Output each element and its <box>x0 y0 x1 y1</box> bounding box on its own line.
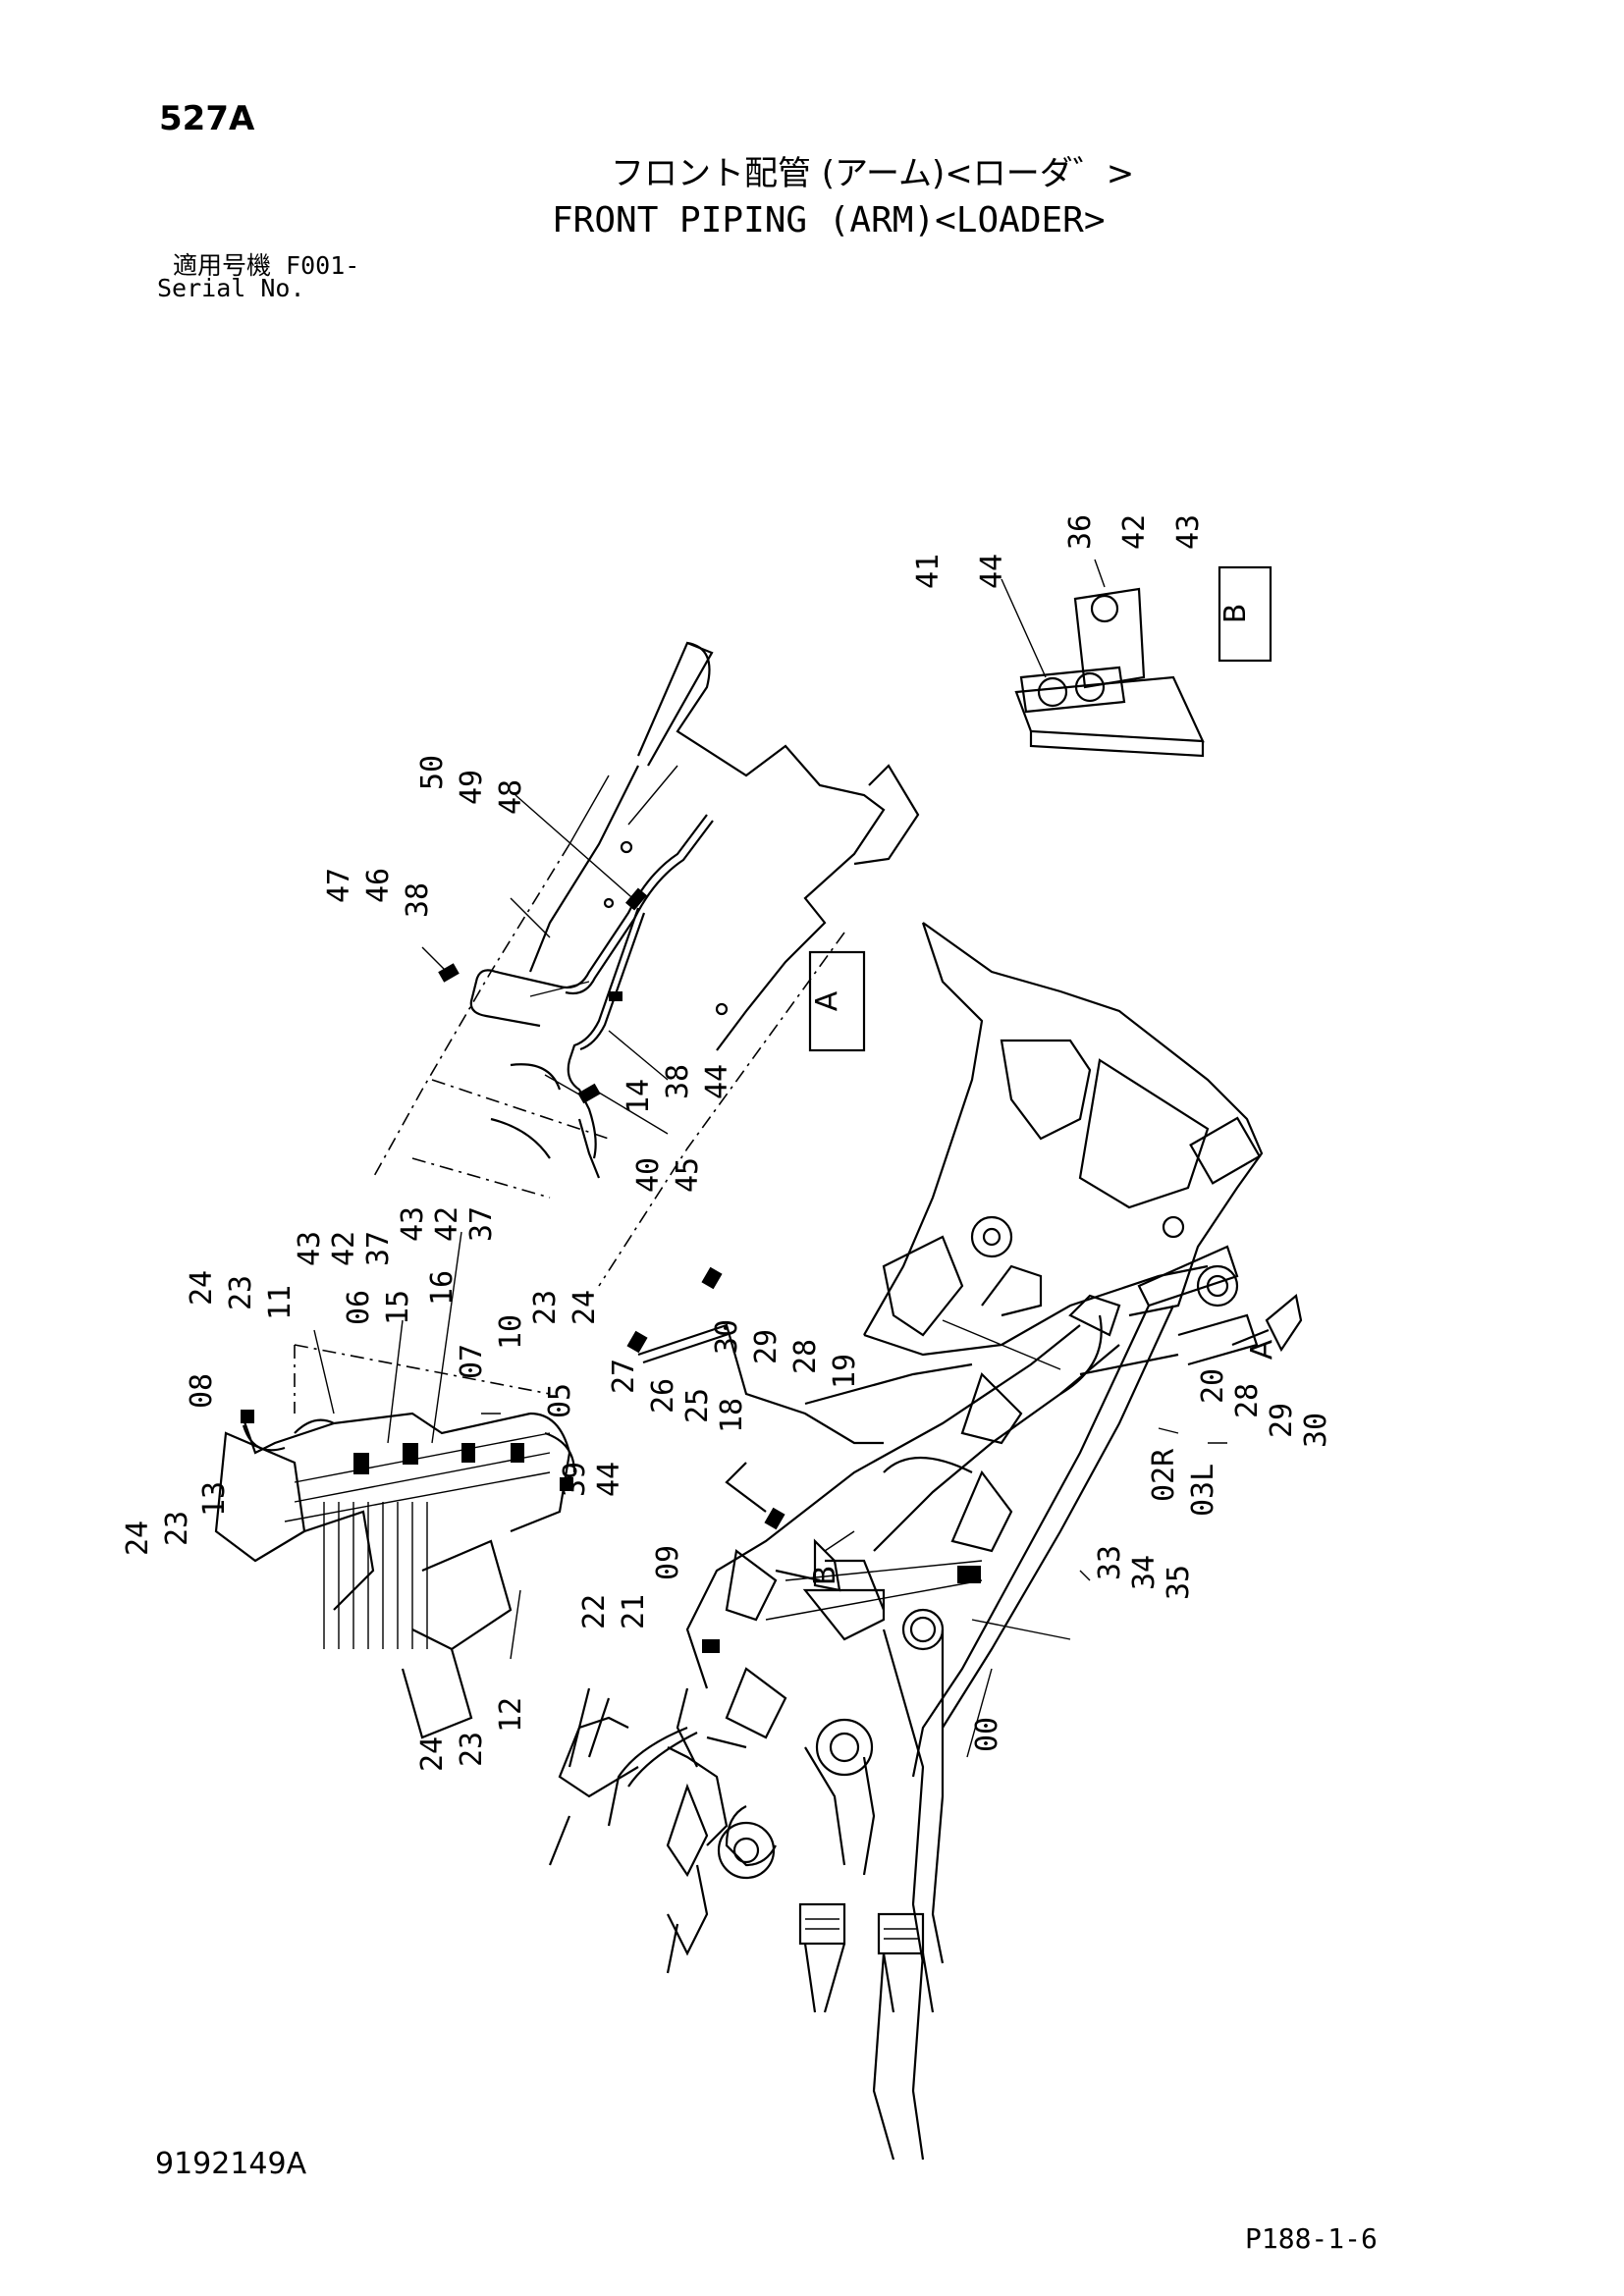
callout-08: 08 <box>185 1373 219 1409</box>
callout-24b: 24 <box>568 1290 602 1325</box>
callout-03l: 03L <box>1186 1464 1220 1517</box>
arrow-b-label: B <box>808 1566 842 1586</box>
callout-06: 06 <box>342 1290 376 1325</box>
manifold-detail <box>214 1231 576 1739</box>
callout-09: 09 <box>651 1545 685 1580</box>
callout-43a: 43 <box>293 1231 327 1266</box>
callout-22: 22 <box>577 1594 612 1629</box>
callout-27: 27 <box>607 1359 641 1394</box>
callout-46: 46 <box>361 868 396 903</box>
callout-13: 13 <box>197 1481 232 1517</box>
callout-49: 49 <box>455 770 489 805</box>
callout-20: 20 <box>1196 1368 1230 1404</box>
callout-34: 34 <box>1127 1555 1162 1590</box>
callout-21: 21 <box>617 1594 651 1629</box>
callout-16: 16 <box>425 1270 460 1306</box>
callout-38b: 38 <box>661 1064 695 1099</box>
arm-assembly: A B <box>548 922 1303 2161</box>
callout-48: 48 <box>494 779 528 815</box>
callout-23a: 23 <box>224 1275 258 1310</box>
callout-15: 15 <box>381 1290 415 1325</box>
callout-26: 26 <box>646 1378 680 1414</box>
view-b-label-box <box>1218 565 1272 663</box>
serial-label-english: Serial No. <box>157 274 305 302</box>
arrow-a-label: A <box>1245 1339 1279 1360</box>
callout-28b: 28 <box>1230 1383 1265 1418</box>
serial-label-japanese: 適用号機 F001- <box>173 251 360 280</box>
title-english: FRONT PIPING (ARM)<LOADER> <box>552 200 1106 240</box>
callout-numbers: 41 44 36 42 43 50 49 48 47 46 38 14 38 4… <box>121 514 1333 1772</box>
callout-47: 47 <box>322 868 356 903</box>
callout-33: 33 <box>1093 1545 1127 1580</box>
callout-30a: 30 <box>710 1319 744 1355</box>
callout-24c: 24 <box>121 1521 155 1556</box>
callout-23b: 23 <box>528 1290 563 1325</box>
title-japanese: フロント配管 (アーム)<ローダ゛> <box>611 154 1135 193</box>
callout-00: 00 <box>970 1717 1004 1752</box>
callout-50: 50 <box>415 755 450 790</box>
callout-43b: 43 <box>396 1206 430 1242</box>
callout-37a: 37 <box>361 1231 396 1266</box>
callout-12: 12 <box>494 1697 528 1733</box>
callout-44c: 44 <box>592 1462 626 1497</box>
callout-28a: 28 <box>788 1339 823 1374</box>
callout-44b: 44 <box>700 1064 734 1099</box>
page-reference: P188-1-6 <box>1245 2222 1378 2255</box>
view-a-label-box <box>808 950 866 1052</box>
callout-35: 35 <box>1162 1565 1196 1600</box>
callout-29a: 29 <box>749 1329 784 1364</box>
callout-18: 18 <box>715 1398 749 1433</box>
callout-19: 19 <box>828 1354 862 1389</box>
callout-39: 39 <box>558 1462 592 1497</box>
callout-14: 14 <box>622 1079 656 1114</box>
page-code: 527A <box>159 99 255 138</box>
callout-05: 05 <box>543 1383 577 1418</box>
callout-24d: 24 <box>415 1736 450 1772</box>
callout-41: 41 <box>911 554 946 589</box>
callout-36: 36 <box>1063 514 1098 550</box>
callout-42b: 42 <box>430 1206 464 1242</box>
view-b-label: B <box>1218 604 1253 624</box>
callout-38: 38 <box>401 882 435 918</box>
callout-44: 44 <box>975 554 1009 589</box>
callout-43: 43 <box>1171 514 1206 550</box>
callout-40: 40 <box>631 1157 666 1193</box>
callout-37b: 37 <box>464 1206 499 1242</box>
callout-23d: 23 <box>455 1732 489 1767</box>
callout-23c: 23 <box>160 1511 194 1546</box>
callout-24a: 24 <box>185 1270 219 1306</box>
callout-45: 45 <box>671 1157 705 1193</box>
callout-11: 11 <box>263 1285 298 1320</box>
view-b-clamp-bracket: B <box>1001 559 1272 758</box>
callout-30b: 30 <box>1299 1413 1333 1448</box>
callout-07: 07 <box>455 1344 489 1379</box>
callout-42a: 42 <box>327 1231 361 1266</box>
view-a-label: A <box>810 990 844 1011</box>
callout-29b: 29 <box>1265 1403 1299 1438</box>
view-a-arm-top: A <box>372 641 920 1287</box>
callout-10: 10 <box>494 1314 528 1350</box>
callout-02r: 02R <box>1147 1448 1181 1502</box>
callout-25: 25 <box>680 1388 715 1423</box>
document-number: 9192149A <box>155 2147 307 2181</box>
callout-42: 42 <box>1117 514 1152 550</box>
